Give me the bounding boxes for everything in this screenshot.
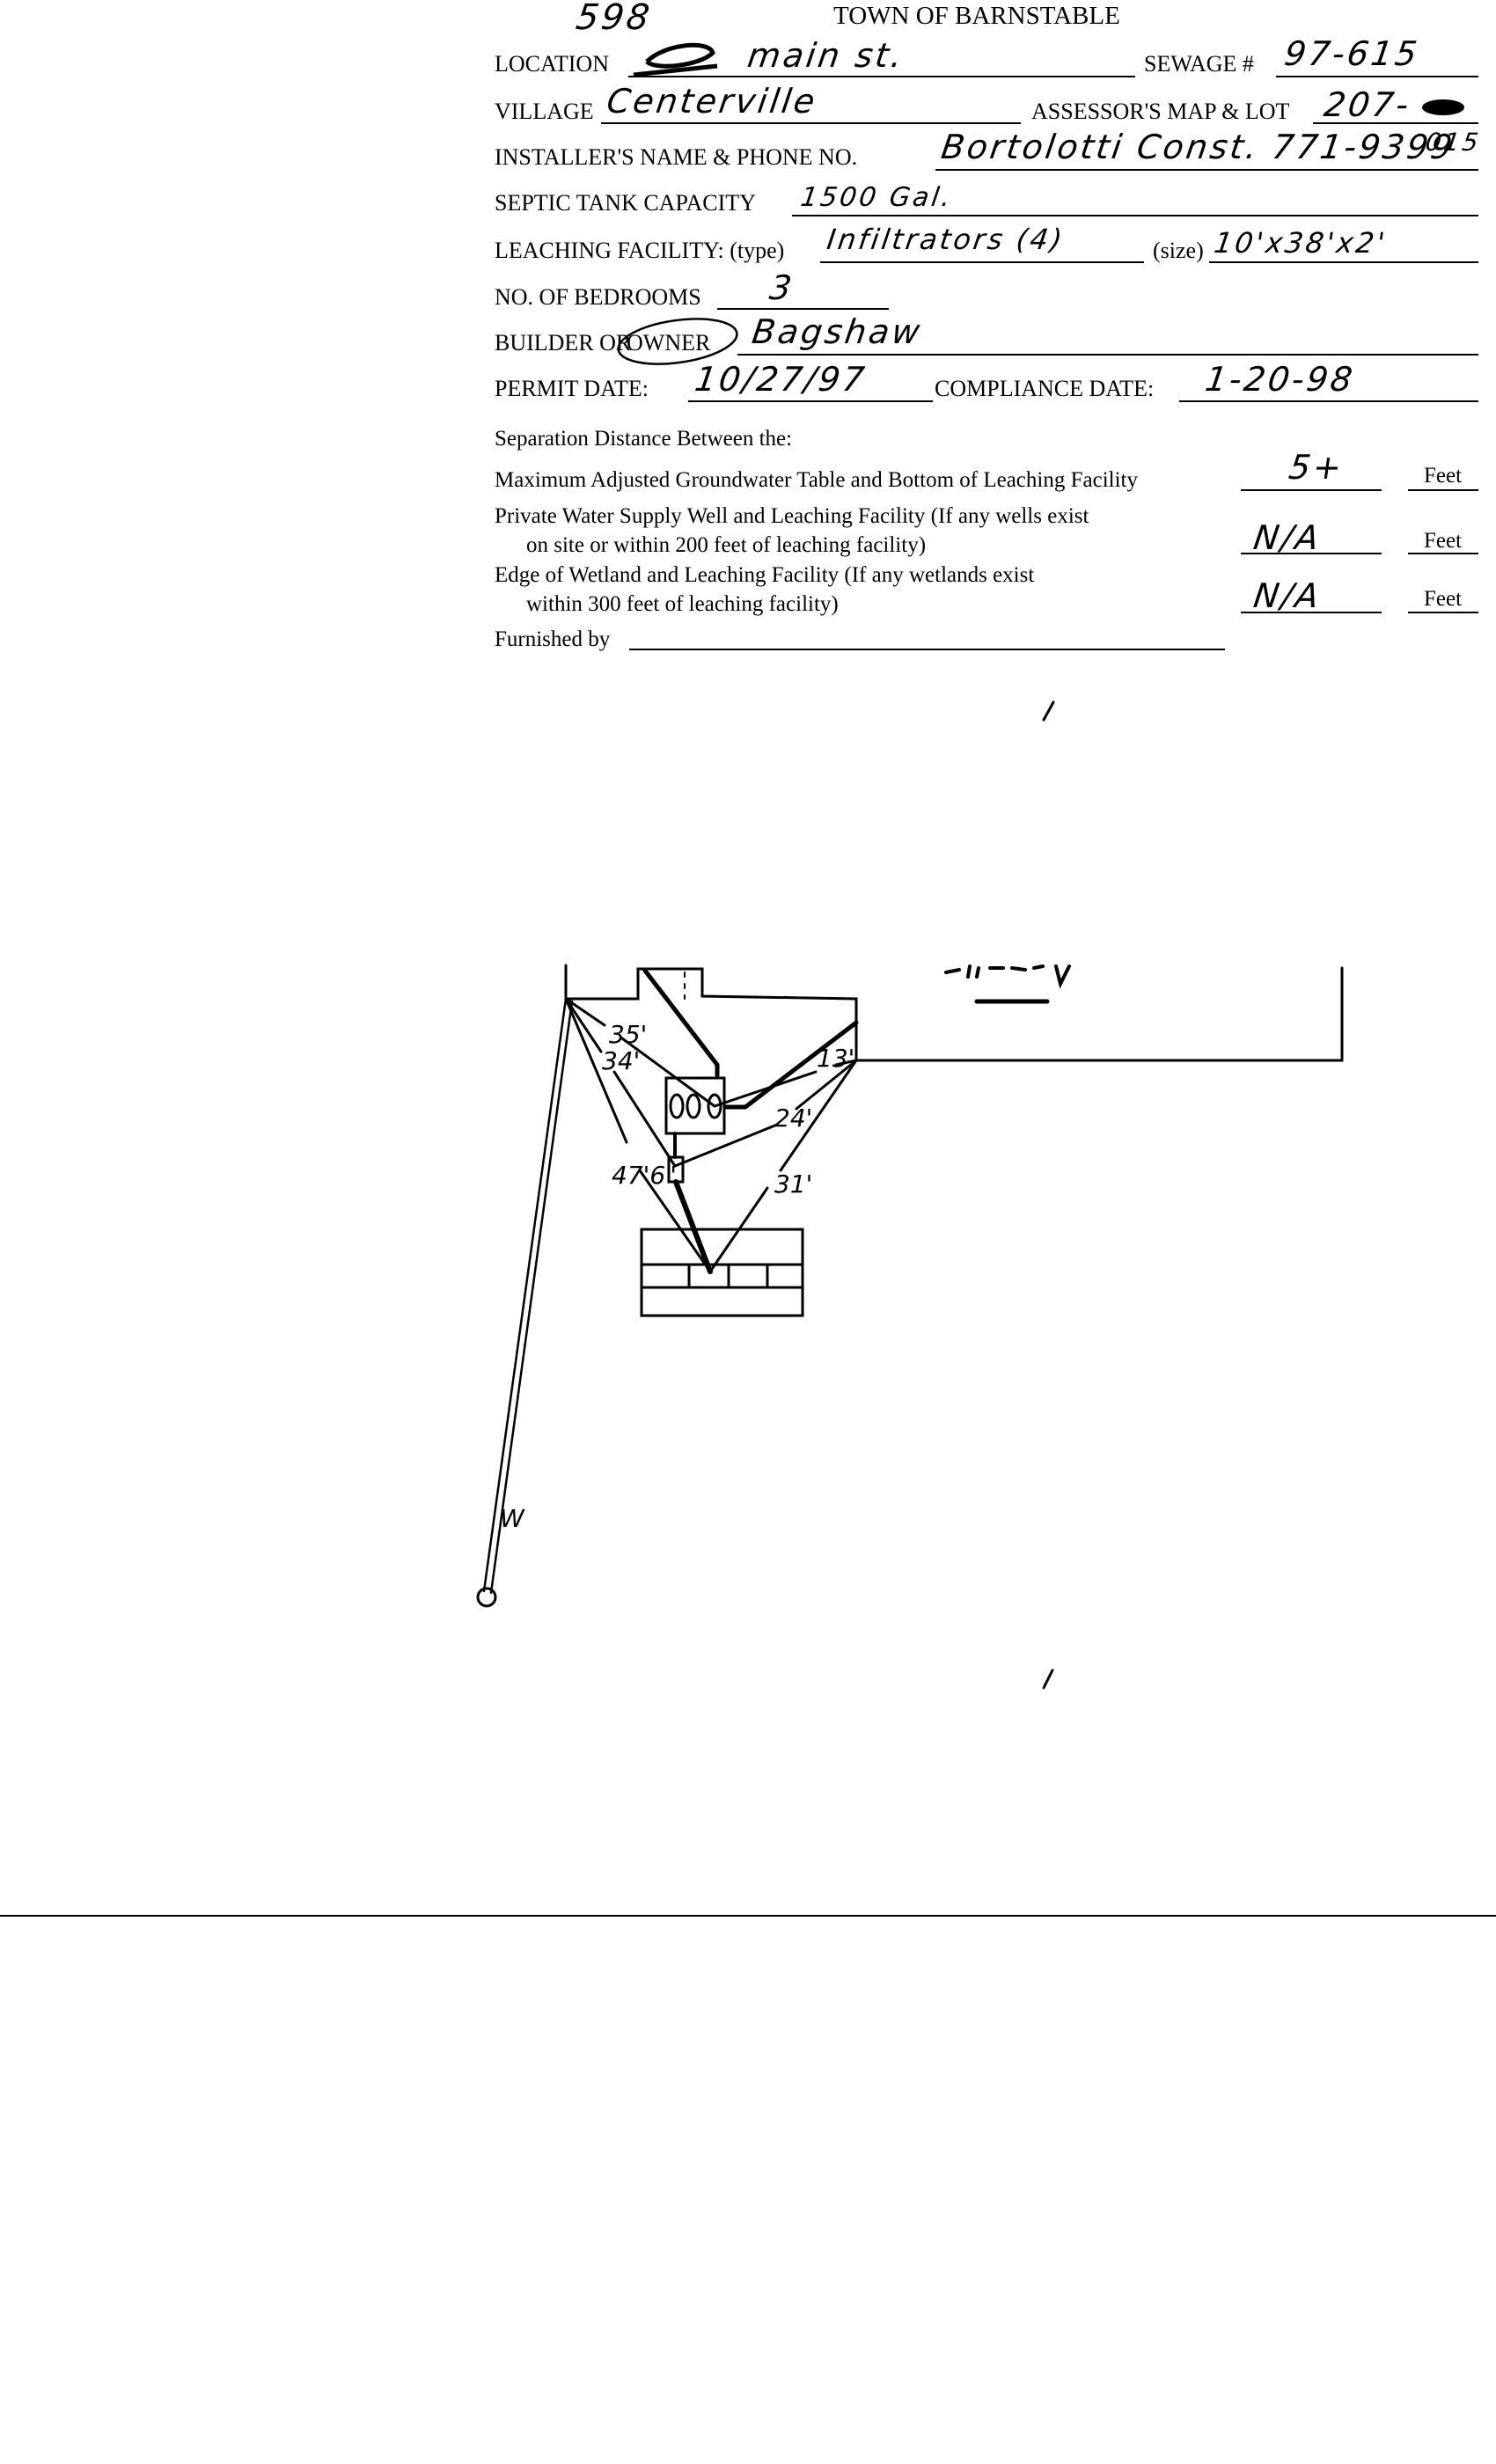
separation-row-2-text2: on site or within 200 feet of leaching f… (526, 533, 927, 557)
form-title: TOWN OF BARNSTABLE (833, 2, 1120, 30)
leaching-field (640, 1228, 804, 1317)
separation-row-1-unit-line (1408, 489, 1478, 491)
septic-label: SEPTIC TANK CAPACITY (495, 190, 756, 216)
leaching-type-field[interactable] (820, 261, 1144, 263)
installer-field[interactable] (935, 169, 1478, 171)
compliance-field[interactable] (1179, 400, 1478, 402)
map-lot-label: ASSESSOR'S MAP & LOT (1031, 99, 1290, 124)
bedrooms-label: NO. OF BEDROOMS (495, 284, 701, 310)
size-label: (size) (1153, 238, 1204, 263)
dimension-label: 24' (774, 1104, 812, 1133)
tank-compartment-3 (707, 1093, 722, 1119)
separation-row-3-text: Edge of Wetland and Leaching Facility (I… (495, 563, 1035, 587)
stray-mark (1042, 1668, 1054, 1690)
owner-label: OWNER (627, 330, 711, 356)
bedrooms-field[interactable] (717, 308, 889, 310)
furnished-field[interactable] (629, 649, 1225, 650)
building-sewer (642, 968, 720, 1078)
village-field[interactable] (601, 122, 1021, 124)
separation-row-3-field[interactable] (1241, 612, 1382, 613)
map-lot-field[interactable] (1313, 122, 1478, 124)
location-label: LOCATION (495, 51, 609, 77)
owner-circle (617, 318, 738, 365)
separation-row-3-text2: within 300 feet of leaching facility) (526, 592, 839, 616)
septic-field[interactable] (792, 215, 1478, 216)
house-note-scribble (944, 964, 1071, 989)
dimension-label: 31' (774, 1170, 812, 1199)
strikethrough-scribble (633, 42, 718, 77)
builder-label: BUILDER OR (495, 330, 632, 356)
sewage-label: SEWAGE # (1144, 51, 1254, 77)
dimension-label: 35' (609, 1020, 647, 1049)
page-divider (0, 1915, 1496, 1917)
separation-row-1-field[interactable] (1241, 489, 1382, 491)
separation-row-3-unit: Feet (1424, 587, 1463, 611)
map-lot-scribble (1422, 99, 1464, 115)
dimension-label: 13' (817, 1044, 854, 1073)
location-field[interactable] (628, 76, 1135, 77)
separation-row-1-text: Maximum Adjusted Groundwater Table and B… (495, 468, 1138, 492)
separation-row-2-field[interactable] (1241, 553, 1382, 554)
separation-row-2-text: Private Water Supply Well and Leaching F… (495, 504, 1089, 528)
dimension-label: 34' (602, 1046, 640, 1075)
tank-compartment-2 (686, 1093, 701, 1119)
well-icon (476, 1587, 497, 1608)
village-label: VILLAGE (495, 99, 594, 124)
house-outline (564, 964, 1344, 1062)
separation-row-2-unit: Feet (1424, 529, 1463, 553)
permit-label: PERMIT DATE: (495, 376, 649, 401)
permit-field[interactable] (688, 400, 933, 402)
well-line (482, 997, 574, 1595)
stray-mark (1042, 700, 1055, 722)
size-field[interactable] (1209, 261, 1478, 263)
well-label: W (500, 1504, 525, 1533)
compliance-label: COMPLIANCE DATE: (935, 376, 1155, 401)
installer-label: INSTALLER'S NAME & PHONE NO. (495, 144, 858, 170)
separation-row-1-unit: Feet (1424, 464, 1463, 488)
separation-row-2-unit-line (1408, 553, 1478, 554)
owner-field[interactable] (737, 354, 1478, 356)
dimension-label: 47'6" (612, 1161, 677, 1190)
furnished-label: Furnished by (495, 627, 611, 651)
separation-row-3-unit-line (1408, 612, 1478, 613)
leaching-label: LEACHING FACILITY: (type) (495, 238, 785, 263)
separation-heading: Separation Distance Between the: (495, 427, 793, 451)
tank-compartment-1 (669, 1093, 685, 1119)
sewage-field[interactable] (1276, 76, 1478, 77)
